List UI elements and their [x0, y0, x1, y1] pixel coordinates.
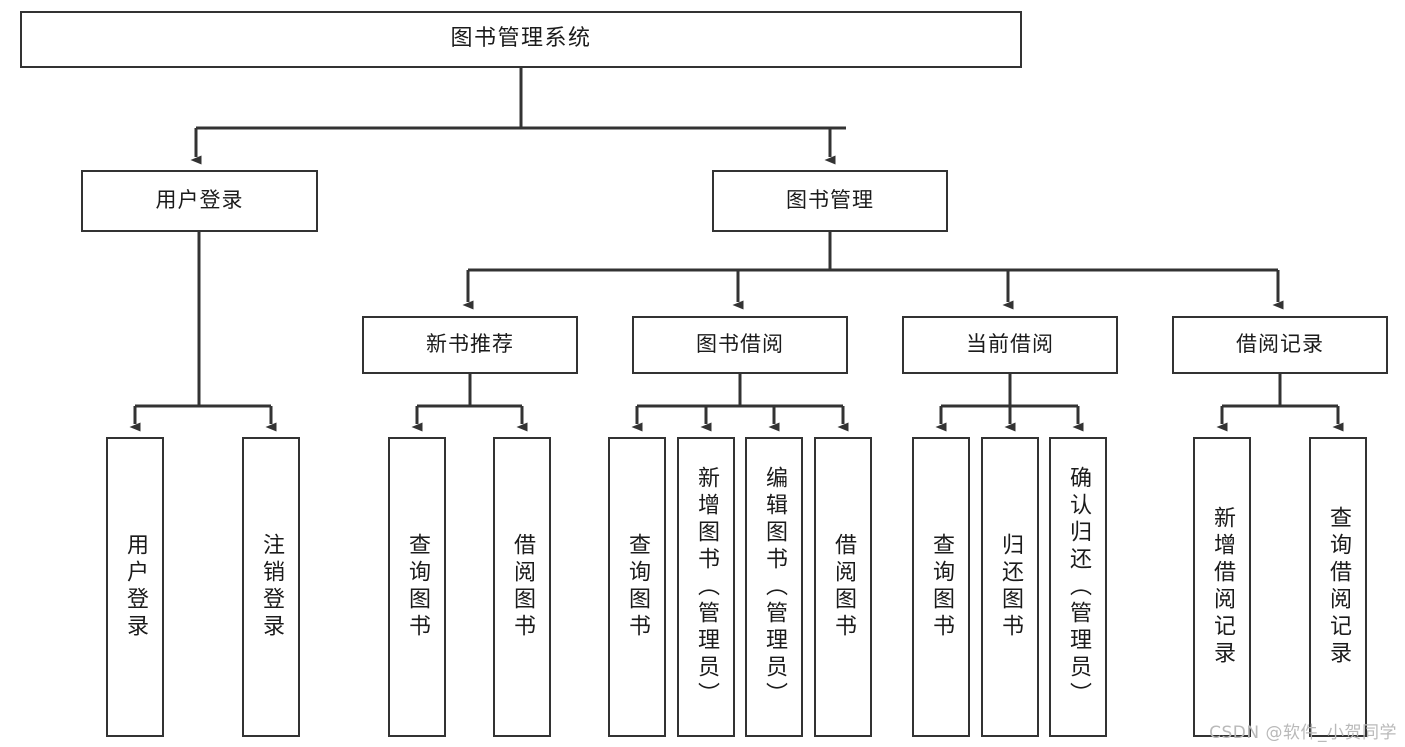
node-label: 编辑图书（管理员）	[762, 465, 787, 709]
node-label: 新增图书（管理员）	[694, 465, 719, 709]
node-book-borrowing[interactable]: 图书借阅	[632, 316, 848, 374]
node-label: 用户登录	[123, 533, 148, 641]
leaf-user-login[interactable]: 用户登录	[106, 437, 164, 737]
leaf-edit-book-admin[interactable]: 编辑图书（管理员）	[745, 437, 803, 737]
node-root-book-management-system[interactable]: 图书管理系统	[20, 11, 1022, 68]
leaf-query-book-recommendation[interactable]: 查询图书	[388, 437, 446, 737]
node-label: 借阅图书	[510, 533, 535, 641]
node-user-login[interactable]: 用户登录	[81, 170, 318, 232]
leaf-borrow-book-borrowing[interactable]: 借阅图书	[814, 437, 872, 737]
node-label: 确认归还（管理员）	[1066, 465, 1091, 709]
node-book-management[interactable]: 图书管理	[712, 170, 948, 232]
node-borrowing-records[interactable]: 借阅记录	[1172, 316, 1388, 374]
leaf-confirm-return-admin[interactable]: 确认归还（管理员）	[1049, 437, 1107, 737]
node-new-book-recommendation[interactable]: 新书推荐	[362, 316, 578, 374]
node-label: 图书借阅	[696, 332, 784, 357]
node-label: 当前借阅	[966, 332, 1054, 357]
node-label: 借阅记录	[1236, 332, 1324, 357]
node-label: 注销登录	[259, 533, 284, 641]
leaf-query-borrow-record[interactable]: 查询借阅记录	[1309, 437, 1367, 737]
leaf-add-book-admin[interactable]: 新增图书（管理员）	[677, 437, 735, 737]
node-label: 图书管理	[786, 188, 874, 213]
leaf-logout[interactable]: 注销登录	[242, 437, 300, 737]
watermark: CSDN @软件_小贺同学	[1209, 723, 1397, 743]
node-label: 查询图书	[625, 533, 650, 641]
node-label: 用户登录	[155, 188, 244, 213]
leaf-add-borrow-record[interactable]: 新增借阅记录	[1193, 437, 1251, 737]
node-label: 新书推荐	[426, 332, 514, 357]
leaf-query-book-current[interactable]: 查询图书	[912, 437, 970, 737]
node-label: 查询图书	[405, 533, 430, 641]
leaf-return-book[interactable]: 归还图书	[981, 437, 1039, 737]
node-current-borrowing[interactable]: 当前借阅	[902, 316, 1118, 374]
node-label: 借阅图书	[831, 533, 856, 641]
leaf-borrow-book-recommendation[interactable]: 借阅图书	[493, 437, 551, 737]
node-label: 新增借阅记录	[1210, 506, 1235, 668]
node-label: 归还图书	[998, 533, 1023, 641]
node-label: 图书管理系统	[450, 26, 592, 52]
node-label: 查询图书	[929, 533, 954, 641]
node-label: 查询借阅记录	[1326, 506, 1351, 668]
leaf-query-book-borrowing[interactable]: 查询图书	[608, 437, 666, 737]
